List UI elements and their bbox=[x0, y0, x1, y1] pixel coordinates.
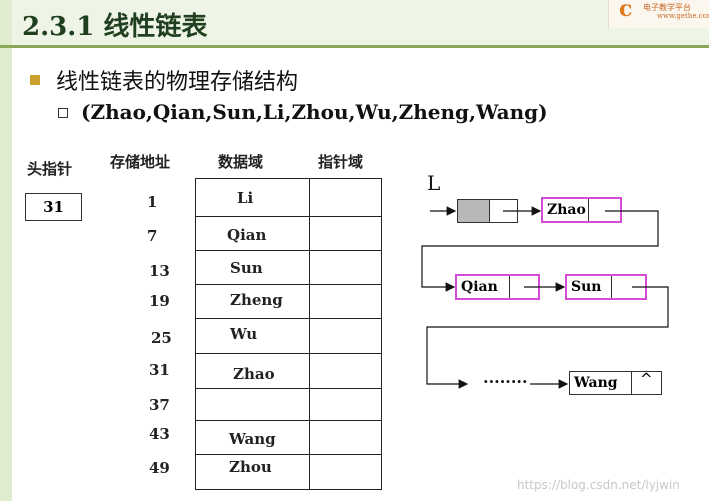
ellipsis: ........ bbox=[483, 368, 528, 387]
data-cell: Zhao bbox=[233, 365, 275, 383]
title-underline bbox=[0, 45, 709, 48]
logo-text: 电子教学平台 bbox=[643, 3, 691, 12]
publisher-logo: c 电子教学平台 www.gethe.com bbox=[608, 0, 709, 28]
address-cell: 13 bbox=[149, 262, 170, 280]
title-band bbox=[0, 0, 709, 45]
data-cell: Zheng bbox=[230, 291, 283, 309]
logo-url: www.gethe.com bbox=[657, 12, 709, 20]
list-node: Wang ^ bbox=[569, 370, 662, 395]
row-divider bbox=[195, 454, 382, 455]
slide-title: 2.3.1 线性链表 bbox=[22, 12, 208, 42]
row-divider bbox=[195, 318, 382, 319]
address-cell: 37 bbox=[149, 396, 170, 414]
sub-bullet-icon bbox=[58, 108, 68, 118]
head-pointer-value: 31 bbox=[25, 193, 82, 221]
row-divider bbox=[195, 284, 382, 285]
address-cell: 49 bbox=[149, 459, 170, 477]
list-node: Qian bbox=[455, 274, 540, 300]
data-cell: Qian bbox=[227, 226, 267, 244]
address-cell: 1 bbox=[147, 193, 158, 211]
address-cell: 43 bbox=[149, 425, 170, 443]
data-field-column bbox=[195, 178, 310, 490]
node-data: Sun bbox=[567, 276, 612, 298]
row-divider bbox=[195, 250, 382, 251]
data-cell: Li bbox=[237, 189, 254, 207]
pointer-column-header: 指针域 bbox=[318, 153, 364, 171]
address-cell: 19 bbox=[149, 292, 170, 310]
address-cell: 31 bbox=[149, 361, 170, 379]
address-column-header: 存储地址 bbox=[110, 153, 171, 171]
node-data: Wang bbox=[570, 372, 632, 394]
row-divider bbox=[195, 420, 382, 421]
list-node: Zhao bbox=[541, 197, 622, 223]
left-bar bbox=[0, 0, 12, 501]
section-heading: 线性链表的物理存储结构 bbox=[56, 70, 299, 95]
head-node-data bbox=[458, 200, 490, 222]
address-cell: 7 bbox=[147, 227, 158, 245]
row-divider bbox=[195, 353, 382, 354]
data-column-header: 数据域 bbox=[218, 153, 264, 171]
node-data: Qian bbox=[457, 276, 510, 298]
logo-mark: c bbox=[619, 0, 633, 22]
arrow-to-rest bbox=[426, 286, 669, 389]
data-cell: Zhou bbox=[229, 458, 272, 476]
list-head-label: L bbox=[427, 171, 441, 195]
bullet-icon bbox=[30, 75, 40, 85]
row-divider bbox=[195, 216, 382, 217]
arrow-to-qian bbox=[421, 210, 659, 292]
head-pointer-label: 头指针 bbox=[27, 160, 73, 178]
data-cell: Sun bbox=[230, 259, 263, 277]
data-cell: Wang bbox=[229, 430, 276, 448]
pointer-field-column bbox=[310, 178, 382, 490]
element-tuple: (Zhao,Qian,Sun,Li,Zhou,Wu,Zheng,Wang) bbox=[81, 100, 548, 124]
address-cell: 25 bbox=[151, 329, 172, 347]
null-pointer-mark: ^ bbox=[640, 370, 653, 388]
node-data: Zhao bbox=[543, 199, 589, 221]
data-cell: Wu bbox=[230, 325, 258, 343]
watermark-text: https://blog.csdn.net/lyjwin bbox=[517, 478, 680, 492]
row-divider bbox=[195, 388, 382, 389]
list-node: Sun bbox=[565, 274, 647, 300]
